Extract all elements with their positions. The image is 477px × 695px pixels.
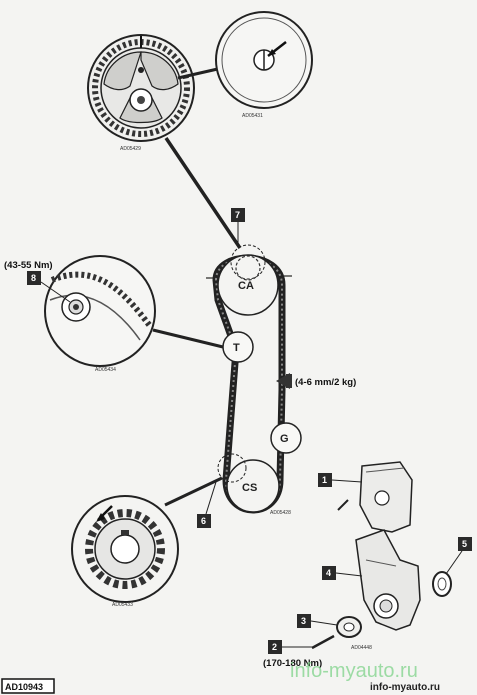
callout-6: 6 [197,481,217,528]
callout-7: 7 [230,208,266,280]
callout-3-number: 3 [301,616,306,626]
tensioner-pulley: T [222,331,254,363]
exploded-view-code: AD04448 [351,645,372,651]
crank-detail-code: AD05433 [112,602,133,608]
callout-2-number: 2 [272,642,277,652]
callout-4: 4 [322,566,363,580]
callout-1: 1 [318,473,363,487]
figure-id-box: AD10943 [1,678,55,694]
callout-1-number: 1 [322,475,327,485]
watermark-main: info-myauto.ru [290,660,418,682]
callout-2: 2 [268,640,312,654]
camshaft-pulley-label: CA [238,280,254,292]
connector-line [177,66,223,80]
crankshaft-pulley-label: CS [242,482,257,494]
callout-5: 5 [445,537,472,575]
crank-torque-text: (170-180 Nm) [263,658,322,669]
exploded-view: AD04448 [311,461,452,651]
crank-connector-line [164,476,223,507]
callout-5-number: 5 [462,539,467,549]
cam-pointer-line [164,137,242,249]
crankshaft-pulley: CS AD05428 [217,453,291,516]
tensioner-connector-line [152,328,224,349]
belt-deflection-text: (4-6 mm/2 kg) [295,377,356,388]
callout-8-number: 8 [31,273,36,283]
timing-mark-detail: AD05431 [215,11,313,119]
callout-8: 8 [27,271,71,303]
camshaft-detail-code: AD05429 [120,146,141,152]
tensioner-detail-code: AD05434 [95,367,116,373]
watermark-small: info-myauto.ru [370,682,440,693]
tensioner-pulley-label: T [233,342,240,354]
callout-3: 3 [297,614,338,628]
idler-pulley-label: G [280,433,289,445]
tensioner-detail: AD05434 [44,255,156,373]
camshaft-sprocket-detail: AD05429 [87,34,195,152]
tensioner-torque-text: (43-55 Nm) [4,260,53,271]
crankshaft-sprocket-detail: AD05433 [71,495,179,608]
figure-id-text: AD10943 [5,682,43,692]
callout-6-number: 6 [201,516,206,526]
callout-7-number: 7 [235,210,240,220]
callout-4-number: 4 [326,568,331,578]
belt-layout-code: AD05428 [270,510,291,516]
belt-deflection-indicator: (4-6 mm/2 kg) [276,373,356,389]
camshaft-pulley: CA [206,254,292,316]
timing-mark-detail-code: AD05431 [242,113,263,119]
idler-pulley: G [270,422,302,454]
